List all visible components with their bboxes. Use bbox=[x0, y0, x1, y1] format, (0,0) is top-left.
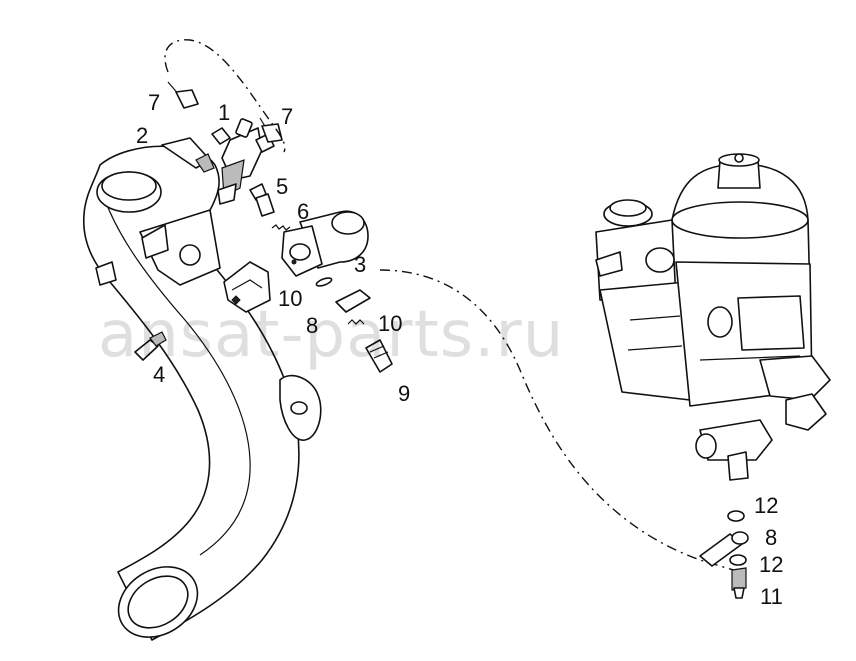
washer-part-12-bottom bbox=[729, 554, 747, 566]
callout-8-right: 8 bbox=[765, 525, 777, 550]
fuel-line-dashed bbox=[379, 269, 741, 573]
callout-4: 4 bbox=[153, 362, 165, 387]
callout-7-left: 7 bbox=[148, 90, 160, 115]
callout-6: 6 bbox=[297, 199, 309, 224]
spring-part-10 bbox=[347, 319, 365, 325]
callout-5: 5 bbox=[276, 174, 288, 199]
callout-10-left: 10 bbox=[278, 286, 302, 311]
callout-1: 1 bbox=[218, 100, 230, 125]
callout-12-bottom: 12 bbox=[759, 552, 783, 577]
screw-part-5 bbox=[249, 183, 275, 217]
washer-part-12-top bbox=[727, 510, 745, 522]
banjo-fitting-part-8-lower bbox=[699, 531, 749, 567]
callout-3: 3 bbox=[354, 252, 366, 277]
sensor-wire-dashed bbox=[164, 39, 286, 153]
banjo-fitting-part-8 bbox=[335, 289, 371, 313]
callout-10-right: 10 bbox=[378, 311, 402, 336]
temperature-sensor-part-1 bbox=[211, 118, 275, 205]
clip-part-2 bbox=[161, 137, 215, 173]
valve-housing bbox=[281, 210, 369, 277]
bolt-part-11 bbox=[731, 567, 747, 599]
bolt-part-4 bbox=[134, 331, 167, 361]
fuel-filter-assembly bbox=[595, 153, 831, 481]
spring-part-6 bbox=[271, 224, 291, 231]
banjo-bolt-part-9 bbox=[365, 339, 393, 373]
callout-2: 2 bbox=[136, 123, 148, 148]
washer-part-3 bbox=[315, 277, 333, 287]
callout-9: 9 bbox=[398, 381, 410, 406]
mounting-bracket bbox=[223, 261, 271, 313]
callout-12-top: 12 bbox=[754, 493, 778, 518]
connector-part-7-left bbox=[167, 81, 199, 109]
watermark-text: ansat-parts.ru bbox=[98, 298, 564, 372]
callout-8-left: 8 bbox=[306, 313, 318, 338]
callout-7-right: 7 bbox=[281, 104, 293, 129]
intake-pipe bbox=[82, 145, 322, 641]
callout-11: 11 bbox=[760, 584, 783, 609]
